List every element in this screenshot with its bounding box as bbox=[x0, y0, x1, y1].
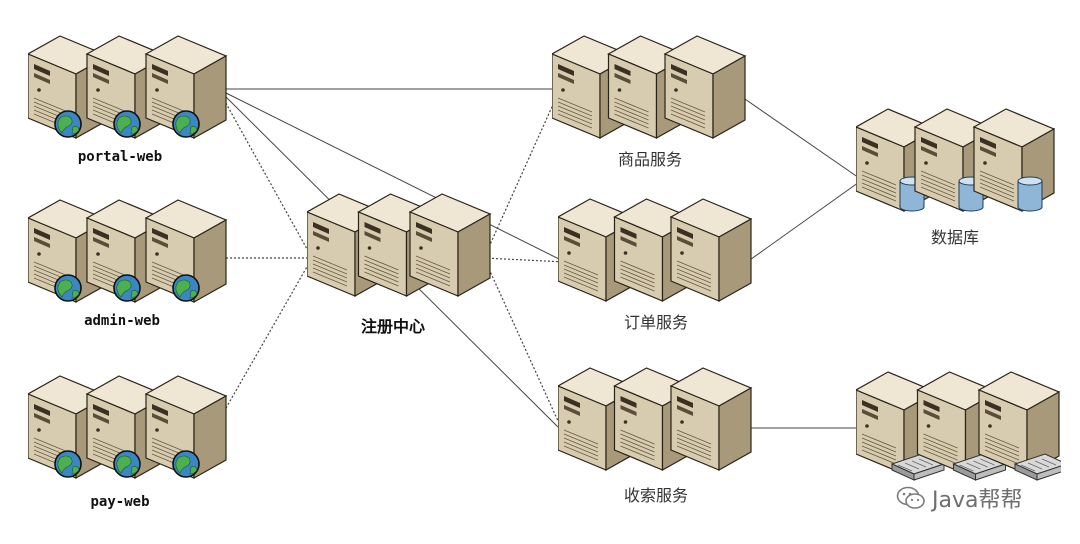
search-service-label: 收索服务 bbox=[623, 486, 689, 505]
database-cluster bbox=[856, 108, 1056, 213]
server-tower-icon bbox=[916, 371, 1007, 481]
globe-icon bbox=[54, 274, 82, 302]
server-tower-icon bbox=[972, 108, 1056, 213]
database-cylinder-icon bbox=[1017, 176, 1043, 212]
link-portal-order bbox=[217, 88, 566, 263]
server-tower-icon bbox=[144, 35, 228, 140]
server-tower-icon bbox=[144, 375, 228, 480]
globe-icon bbox=[113, 274, 141, 302]
watermark: Java帮帮 bbox=[896, 482, 1022, 514]
globe-icon bbox=[172, 274, 200, 302]
globe-icon bbox=[54, 450, 82, 478]
server-tower-icon bbox=[669, 198, 753, 303]
storage-cluster bbox=[856, 371, 1061, 481]
link-order-db bbox=[746, 179, 863, 263]
link-portal-registry bbox=[217, 88, 313, 259]
database-label: 数据库 bbox=[930, 228, 980, 247]
tape-drive-icon bbox=[1013, 453, 1061, 481]
link-registry-product bbox=[483, 88, 561, 259]
registry-cluster bbox=[307, 193, 492, 298]
link-registry-search bbox=[483, 257, 564, 433]
globe-icon bbox=[113, 110, 141, 138]
product-service-cluster bbox=[552, 35, 747, 140]
server-tower-icon bbox=[977, 371, 1061, 481]
server-tower-icon bbox=[669, 367, 753, 472]
globe-icon bbox=[172, 110, 200, 138]
search-service-cluster bbox=[558, 367, 753, 472]
portal-web-label: portal-web bbox=[77, 149, 163, 165]
pay-web-cluster bbox=[28, 375, 228, 480]
link-registry-order bbox=[483, 257, 566, 263]
order-service-cluster bbox=[558, 198, 753, 303]
portal-web-cluster bbox=[28, 35, 228, 140]
globe-icon bbox=[113, 450, 141, 478]
globe-icon bbox=[172, 450, 200, 478]
registry-label: 注册中心 bbox=[360, 317, 426, 336]
link-pay-registry bbox=[217, 257, 313, 423]
globe-icon bbox=[54, 110, 82, 138]
admin-web-label: admin-web bbox=[84, 313, 160, 329]
product-service-label: 商品服务 bbox=[617, 150, 683, 169]
order-service-label: 订单服务 bbox=[623, 313, 689, 332]
tape-drive-icon bbox=[890, 453, 946, 481]
pay-web-label: pay-web bbox=[90, 494, 150, 510]
server-tower-icon bbox=[663, 35, 747, 140]
admin-web-cluster bbox=[28, 199, 228, 304]
server-tower-icon bbox=[144, 199, 228, 304]
link-product-db bbox=[741, 96, 863, 181]
watermark-text: Java帮帮 bbox=[932, 488, 1023, 513]
wechat-icon bbox=[896, 486, 925, 509]
server-tower-icon bbox=[408, 193, 492, 298]
